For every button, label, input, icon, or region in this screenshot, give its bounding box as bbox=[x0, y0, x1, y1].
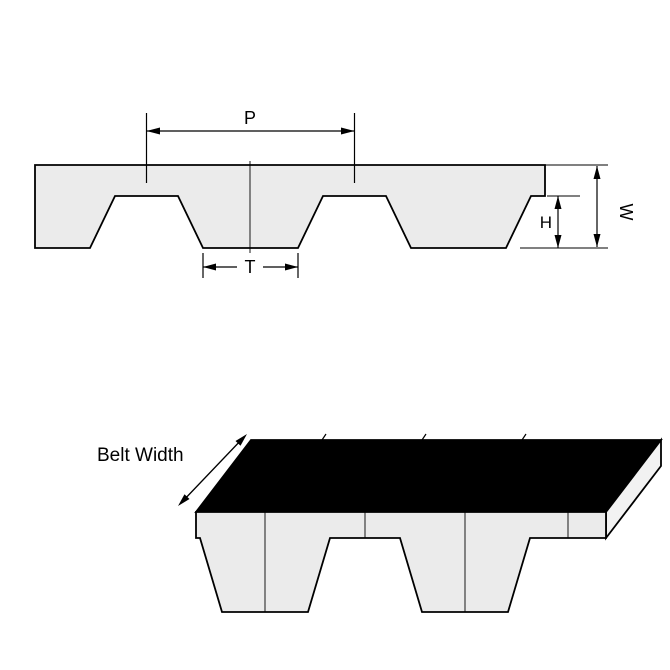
belt-thickness-dimension bbox=[593, 166, 601, 247]
belt-top-surface bbox=[194, 439, 663, 513]
belt-width-arrowhead-upper bbox=[235, 434, 247, 446]
top-surface-tick-3 bbox=[519, 433, 527, 444]
belt-width-dimension bbox=[178, 434, 247, 506]
tooth-height-dimension bbox=[554, 196, 562, 248]
tooth-width-dimension bbox=[202, 253, 299, 278]
belt-width-arrowhead-lower bbox=[178, 494, 190, 506]
belt-front-face bbox=[195, 511, 607, 613]
pitch-dimension bbox=[145, 113, 356, 183]
belt-thickness-label: W bbox=[616, 204, 636, 221]
pitch-arrowhead-left bbox=[146, 127, 160, 135]
height-arrowhead-top bbox=[554, 196, 562, 209]
thickness-arrowhead-top bbox=[593, 166, 601, 179]
cross-section-view bbox=[34, 161, 608, 253]
belt-profile bbox=[34, 164, 546, 249]
top-surface-tick-2 bbox=[419, 433, 427, 444]
belt-width-arrow-line bbox=[180, 436, 245, 504]
belt-width-label: Belt Width bbox=[97, 445, 184, 466]
pitch-label: P bbox=[244, 108, 256, 128]
tooth-arrowhead-right bbox=[285, 263, 298, 271]
perspective-view bbox=[194, 433, 663, 613]
height-arrowhead-bottom bbox=[554, 235, 562, 248]
tooth-width-label: T bbox=[245, 257, 256, 277]
tooth-arrowhead-left bbox=[203, 263, 216, 271]
top-surface-tick-1 bbox=[319, 433, 327, 444]
tooth-height-label: H bbox=[540, 213, 552, 232]
pitch-arrowhead-right bbox=[341, 127, 355, 135]
thickness-arrowhead-bottom bbox=[593, 234, 601, 247]
